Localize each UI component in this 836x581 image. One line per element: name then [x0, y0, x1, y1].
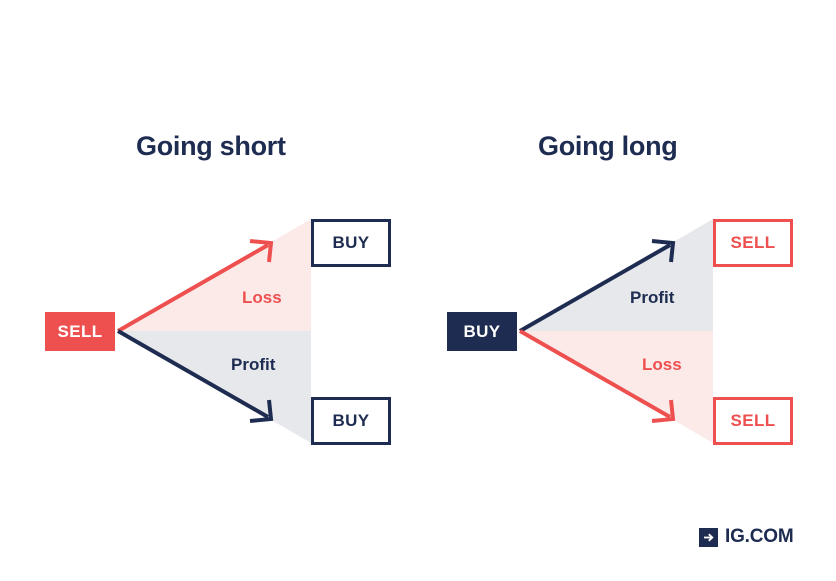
node-target-upper-buy[interactable]: BUY: [311, 219, 391, 267]
region-label-loss: Loss: [242, 288, 282, 307]
going-short-graphics: [117, 219, 311, 443]
node-origin-buy[interactable]: BUY: [447, 312, 517, 351]
arrow-lower: [519, 329, 676, 423]
logo-text: IG.COM: [725, 526, 794, 547]
region-label-profit: Profit: [630, 288, 675, 307]
node-origin-sell[interactable]: SELL: [45, 312, 115, 351]
region-label-profit: Profit: [231, 355, 276, 374]
node-target-lower-label: SELL: [730, 411, 776, 430]
page-title-going-long: Going long: [538, 131, 678, 161]
arrow-lower: [117, 329, 274, 423]
node-target-lower-buy[interactable]: BUY: [311, 397, 391, 445]
diagram-going-long: BUY SELL SELL Profit Loss: [422, 200, 822, 460]
ig-logo[interactable]: IG.COM: [699, 526, 794, 548]
node-target-lower-sell[interactable]: SELL: [713, 397, 793, 445]
node-origin-label: BUY: [463, 321, 501, 341]
diagram-going-short: SELL BUY BUY Loss Profit: [20, 200, 420, 460]
node-target-upper-label: SELL: [730, 233, 776, 252]
going-long-graphics: [519, 219, 713, 443]
node-target-upper-label: BUY: [332, 233, 370, 252]
region-label-loss: Loss: [642, 355, 682, 374]
arrow-upper: [519, 239, 676, 333]
node-target-upper-sell[interactable]: SELL: [713, 219, 793, 267]
node-origin-label: SELL: [57, 321, 103, 341]
arrow-upper: [117, 239, 274, 333]
arrow-right-icon: [699, 527, 718, 547]
node-target-lower-label: BUY: [332, 411, 370, 430]
page-title-going-short: Going short: [136, 131, 286, 161]
